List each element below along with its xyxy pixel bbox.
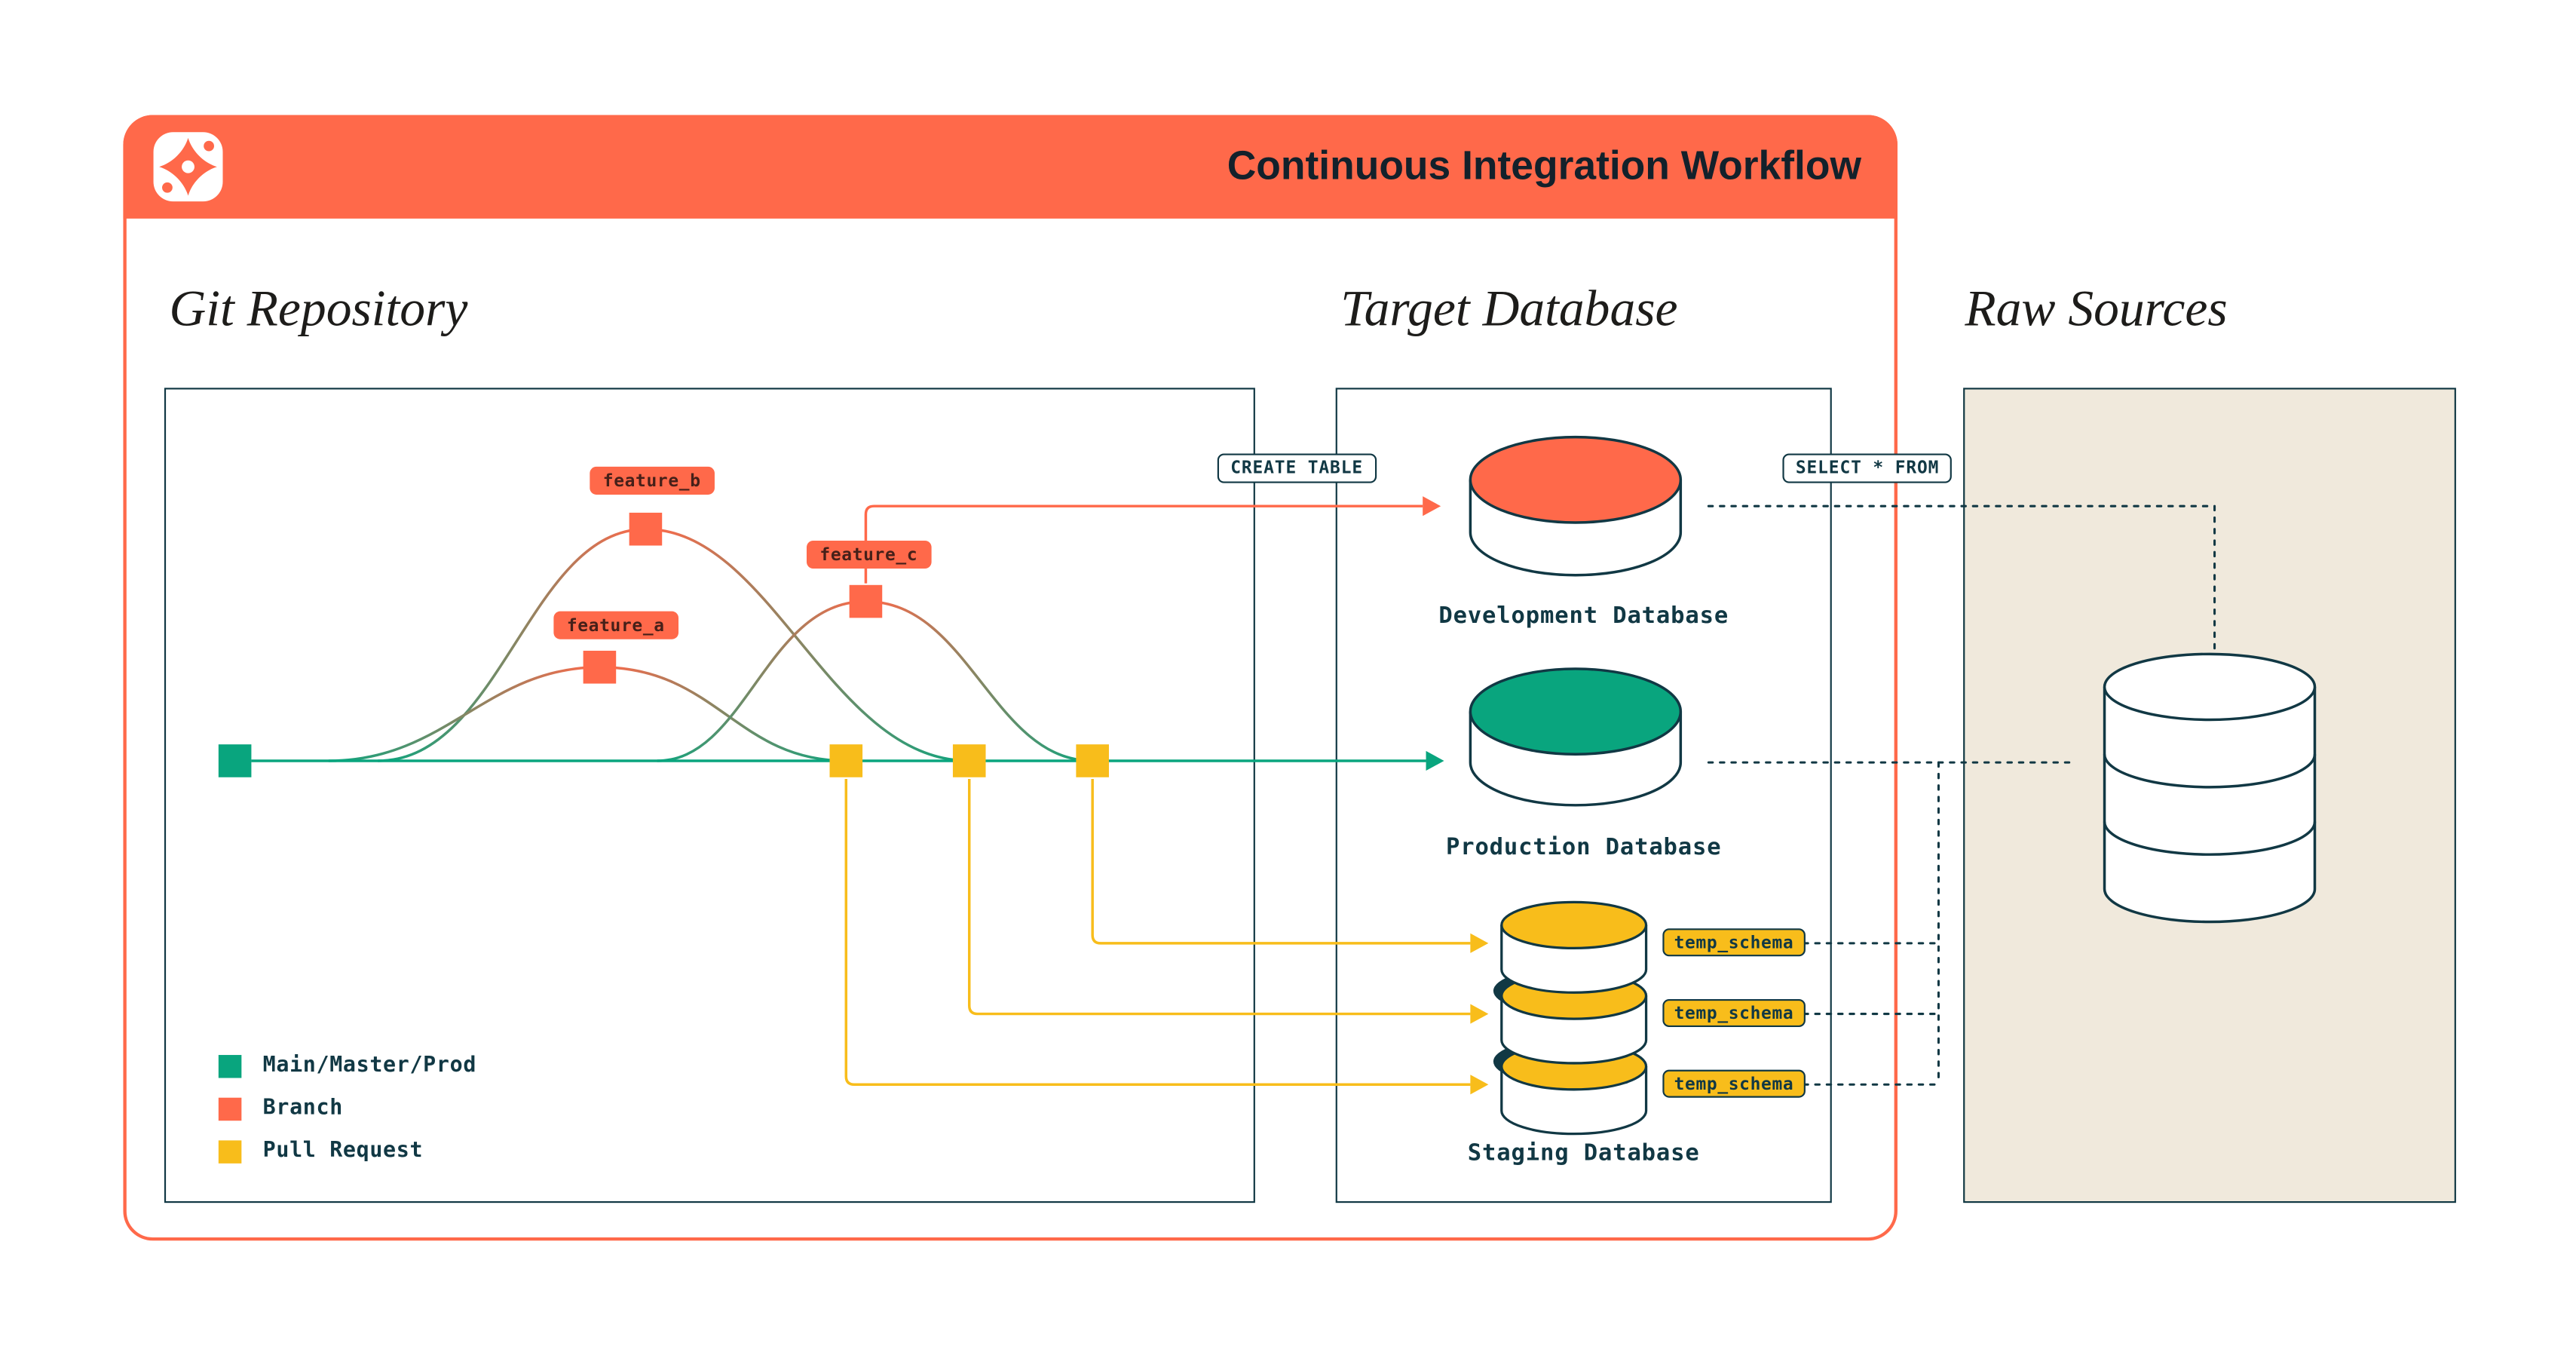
section-title-target-database: Target Database	[1340, 279, 1678, 337]
temp-schema-badge: temp_schema	[1662, 998, 1806, 1027]
git-legend: Main/Master/Prod Branch Pull Request	[218, 1053, 477, 1182]
branch-swatch-icon	[218, 1096, 242, 1121]
create-table-badge: CREATE TABLE	[1217, 453, 1377, 483]
section-title-raw-sources: Raw Sources	[1965, 279, 2228, 337]
development-database-label: Development Database	[1438, 602, 1729, 630]
legend-item-main: Main/Master/Prod	[218, 1053, 477, 1078]
feature-a-badge: feature_a	[553, 611, 678, 639]
header-bar: Continuous Integration Workflow	[123, 115, 1898, 219]
main-swatch-icon	[218, 1053, 242, 1078]
dbt-logo-icon	[153, 132, 223, 202]
legend-item-pull-request: Pull Request	[218, 1139, 476, 1164]
raw-sources-box	[1963, 388, 2456, 1203]
section-title-git-repository: Git Repository	[169, 279, 468, 337]
legend-label: Pull Request	[262, 1139, 424, 1164]
legend-label: Main/Master/Prod	[262, 1053, 477, 1078]
production-database-label: Production Database	[1445, 835, 1722, 861]
legend-item-branch: Branch	[218, 1096, 476, 1121]
feature-b-badge: feature_b	[590, 466, 715, 495]
feature-c-badge: feature_c	[806, 540, 931, 569]
legend-label: Branch	[262, 1096, 343, 1121]
staging-database-label: Staging Database	[1467, 1140, 1700, 1167]
temp-schema-badge: temp_schema	[1662, 1069, 1806, 1098]
temp-schema-badge: temp_schema	[1662, 928, 1806, 957]
pull-request-swatch-icon	[218, 1139, 242, 1163]
header-title: Continuous Integration Workflow	[1227, 144, 1862, 189]
select-from-badge: SELECT * FROM	[1782, 453, 1953, 483]
